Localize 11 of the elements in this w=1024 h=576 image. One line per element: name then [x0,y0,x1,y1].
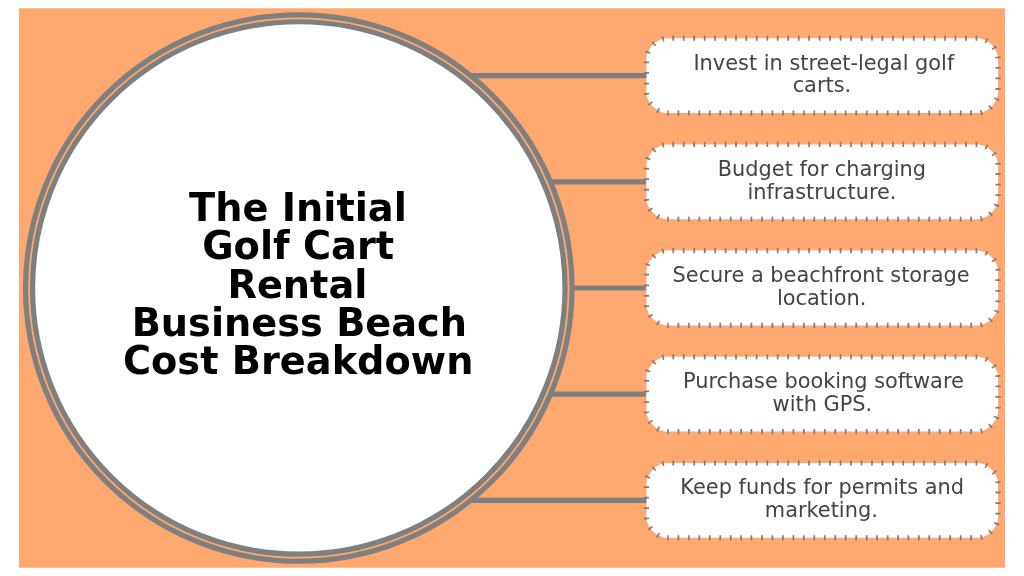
connector [572,285,646,291]
node-box: Invest in street-legal golf carts. [643,35,1001,116]
node-box: Secure a beachfront storage location. [643,247,1001,329]
connector [550,179,646,185]
node-box: Keep funds for permits and marketing. [643,460,1001,541]
node-box: Budget for charging infrastructure. [643,141,1001,222]
node-circle: The Initial Golf Cart Rental Business Beach Cost Breakdown [22,12,575,564]
connector [470,73,647,79]
connector [550,391,646,397]
node-box: Purchase booking software with GPS. [643,354,1001,435]
connector [470,497,647,503]
